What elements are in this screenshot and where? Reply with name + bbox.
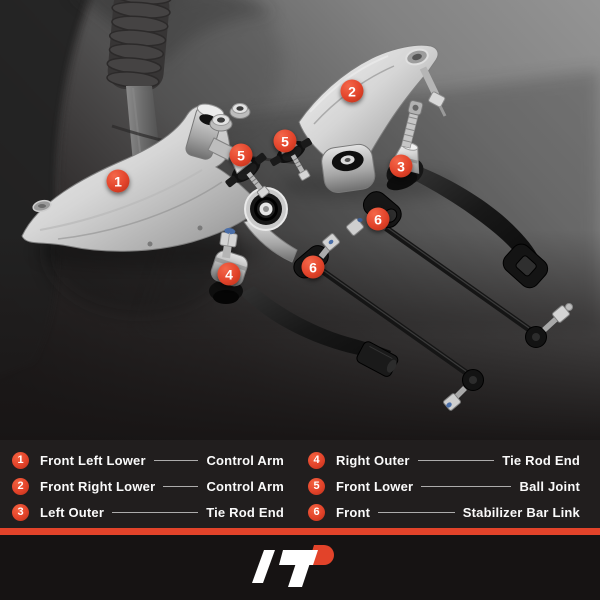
legend-badge: 4 [308,451,325,469]
legend-position-label: Front Lower [336,478,414,494]
callout-badge-1: 1 [106,169,130,193]
legend-badge: 5 [308,477,325,495]
control-arm-front-left [21,103,298,263]
legend-position-label: Left Outer [40,504,105,520]
legend-item: 6 Front Stabilizer Bar Link [308,499,580,525]
legend-connector-line [153,459,199,461]
tie-rod-stud [400,100,424,149]
shock-absorber-silhouette [106,0,172,91]
legend-panel: 1 Front Left Lower Control Arm 2 Front R… [0,440,600,528]
legend-part-name: Ball Joint [519,478,580,494]
control-arm-bushing-block [321,143,376,193]
legend-item: 3 Left Outer Tie Rod End [12,499,284,525]
legend-connector-line [421,485,512,487]
legend-part-name: Stabilizer Bar Link [462,504,580,520]
callout-badge-6a: 6 [301,255,325,279]
tie-rod-stud-nut [219,228,238,259]
callout-badge-3: 3 [389,154,413,178]
red-divider [0,528,600,535]
callout-badge-5a: 5 [229,143,253,167]
legend-connector-line [417,459,495,461]
legend-position-label: Front [336,504,371,520]
callout-badge-6b: 6 [366,207,390,231]
legend-part-name: Tie Rod End [206,504,284,520]
control-arm-front-right [298,44,447,193]
legend-item: 4 Right Outer Tie Rod End [308,447,580,473]
legend-badge: 6 [308,503,325,521]
hex-nut [209,114,233,132]
legend-position-label: Right Outer [336,452,410,468]
hex-nut [229,103,251,119]
legend-connector-line [378,511,455,513]
legend-connector-line [112,511,199,513]
legend-badge: 3 [12,503,29,521]
legend-column-left: 1 Front Left Lower Control Arm 2 Front R… [12,447,284,525]
suspension-parts-illustration [0,0,600,440]
callout-badge-4: 4 [217,262,241,286]
legend-part-name: Control Arm [206,478,284,494]
footer-bar [0,535,600,600]
legend-badge: 2 [12,477,29,495]
legend-item: 1 Front Left Lower Control Arm [12,447,284,473]
legend-part-name: Tie Rod End [502,452,580,468]
callout-badge-2: 2 [340,79,364,103]
legend-position-label: Front Right Lower [40,478,156,494]
legend-item: 5 Front Lower Ball Joint [308,473,580,499]
legend-badge: 1 [12,451,29,469]
parts-photo-area: 1 2 3 4 5 5 6 6 [0,0,600,440]
legend-part-name: Control Arm [206,452,284,468]
legend-position-label: Front Left Lower [40,452,146,468]
legend-column-right: 4 Right Outer Tie Rod End 5 Front Lower … [308,447,580,525]
legend-connector-line [163,485,199,487]
callout-badge-5b: 5 [273,129,297,153]
ap-monogram-logo-icon [252,545,334,587]
legend-item: 2 Front Right Lower Control Arm [12,473,284,499]
